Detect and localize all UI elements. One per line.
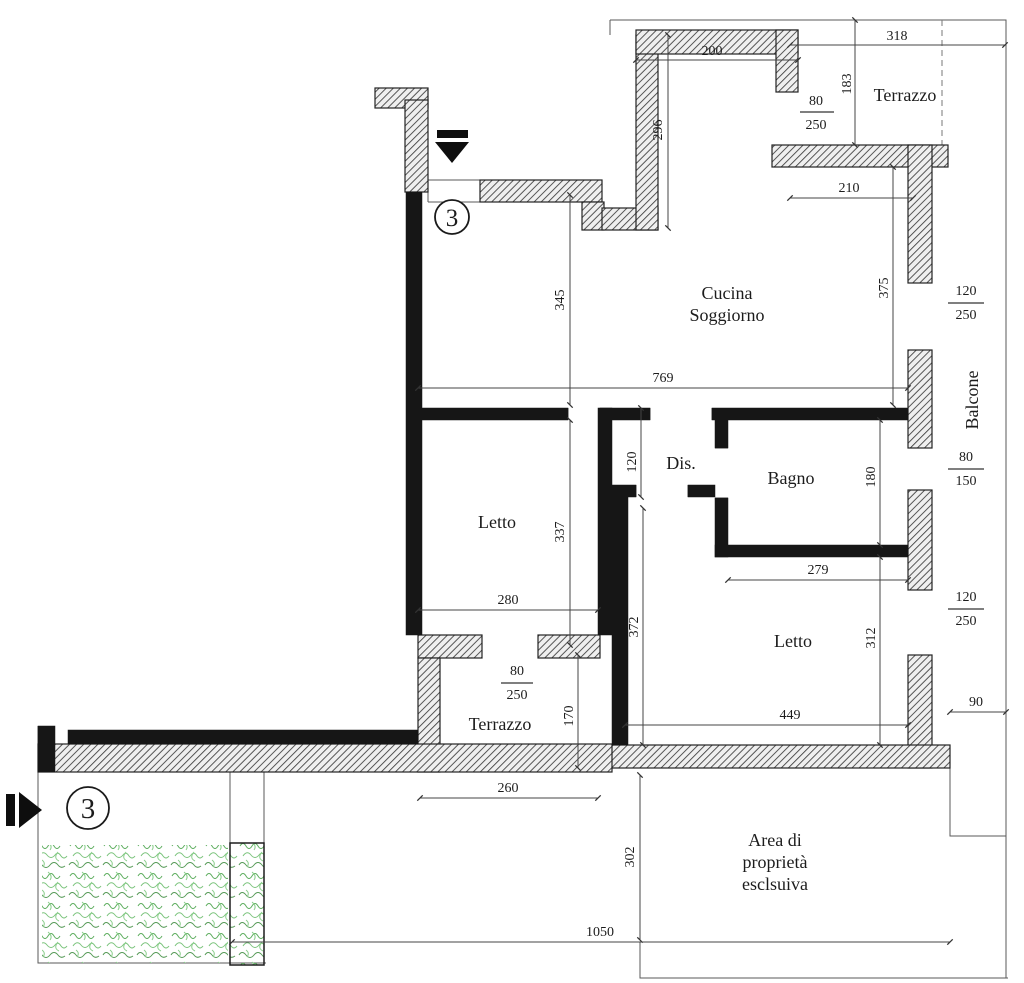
room-labels: Terrazzo Cucina Soggiorno Balcone Dis. B… (469, 85, 982, 894)
wall-letto1-east (597, 407, 613, 636)
wall-divider-a (421, 407, 569, 421)
wall-terr2-top-left (417, 634, 483, 659)
dim-250-terrace: 250 (806, 118, 827, 133)
dim-80-terrace: 80 (809, 94, 823, 109)
dim-375: 375 (877, 278, 892, 299)
exterior-walls (37, 29, 951, 773)
dim-170: 170 (562, 706, 577, 727)
room-letto-1: Letto (478, 512, 516, 532)
opening-jamb-lines (427, 91, 932, 658)
dim-80-terr2: 80 (510, 664, 524, 679)
room-terrazzo-bottom: Terrazzo (469, 714, 532, 734)
dim-183: 183 (840, 74, 855, 95)
room-letto-2: Letto (774, 631, 812, 651)
area-label-line2: proprietà (743, 852, 808, 872)
garden-area (42, 845, 228, 963)
dim-302: 302 (623, 847, 638, 868)
wall-east-seg3 (907, 489, 933, 591)
dim-120-dis: 120 (625, 452, 640, 473)
wall-terr2-top-right (537, 634, 601, 659)
dim-200: 200 (702, 44, 723, 59)
unit-number-top: 3 (446, 205, 459, 232)
wall-bagno-south (714, 544, 909, 558)
dim-120-win-low: 120 (956, 590, 977, 605)
room-terrazzo-top: Terrazzo (874, 85, 937, 105)
wall-kitchen-step-v (581, 201, 605, 231)
dimension-labels: 318 200 183 80 250 210 296 769 345 375 1… (498, 29, 984, 940)
planter-box (229, 842, 265, 966)
dim-90: 90 (969, 695, 983, 710)
unit-circle-top (434, 199, 470, 235)
dim-449: 449 (780, 708, 801, 723)
wall-south-long (37, 743, 613, 773)
wall-east-seg2 (907, 349, 933, 449)
wall-entry-left (404, 99, 429, 193)
dim-345: 345 (553, 290, 568, 311)
dim-210: 210 (839, 181, 860, 196)
room-bagno: Bagno (768, 468, 815, 488)
garden (42, 842, 265, 966)
wall-west-main (405, 191, 423, 636)
wall-bagno-west-a (714, 419, 729, 449)
property-boundary-lines (37, 19, 1008, 979)
dim-180: 180 (864, 467, 879, 488)
wall-garden-edge (67, 729, 419, 745)
dim-80-balc: 80 (959, 450, 973, 465)
room-cucina-line2: Soggiorno (689, 305, 764, 325)
dim-279: 279 (808, 563, 829, 578)
wall-east-seg1 (907, 144, 933, 284)
entrance-arrow-top-bar (437, 130, 468, 138)
dim-260: 260 (498, 781, 519, 796)
wall-372 (611, 496, 629, 746)
wall-south-letto2 (609, 744, 951, 769)
dim-372: 372 (627, 617, 642, 638)
dim-150-balc: 150 (956, 474, 977, 489)
dim-120-win-up: 120 (956, 284, 977, 299)
unit-circle-bottom (66, 786, 110, 830)
wall-terrace-bottom (771, 144, 949, 168)
wall-kitchen-north (479, 179, 603, 203)
unit-markers: 3 3 (6, 130, 470, 830)
area-label-line3: esclsuiva (742, 874, 808, 894)
dim-250-terr2: 250 (507, 688, 528, 703)
entrance-arrow-left-bar (6, 794, 15, 826)
dim-318: 318 (887, 29, 908, 44)
dim-296: 296 (651, 120, 666, 141)
wall-dis-south-a (611, 484, 637, 498)
wall-top-200 (635, 29, 799, 55)
dim-1050: 1050 (586, 925, 614, 940)
dim-337: 337 (553, 522, 568, 543)
entrance-arrow-left-icon (19, 792, 42, 828)
dim-250-win-low: 250 (956, 614, 977, 629)
dim-250-win-up: 250 (956, 308, 977, 323)
dim-769: 769 (653, 371, 674, 386)
dimension-lines (228, 16, 1010, 946)
wall-garden-cap (37, 725, 56, 773)
room-dis: Dis. (666, 453, 696, 473)
wall-divider-c (711, 407, 909, 421)
fraction-bars (501, 111, 984, 684)
room-balcone: Balcone (962, 371, 982, 430)
entrance-arrow-top-icon (435, 142, 469, 163)
wall-terrace-right-stub (775, 29, 799, 93)
area-label-line1: Area di (748, 830, 801, 850)
dim-312: 312 (864, 628, 879, 649)
unit-number-bottom: 3 (81, 793, 96, 825)
room-cucina-line1: Cucina (702, 283, 753, 303)
wall-dis-south-b (687, 484, 716, 498)
dim-280: 280 (498, 593, 519, 608)
interior-walls (37, 191, 909, 773)
